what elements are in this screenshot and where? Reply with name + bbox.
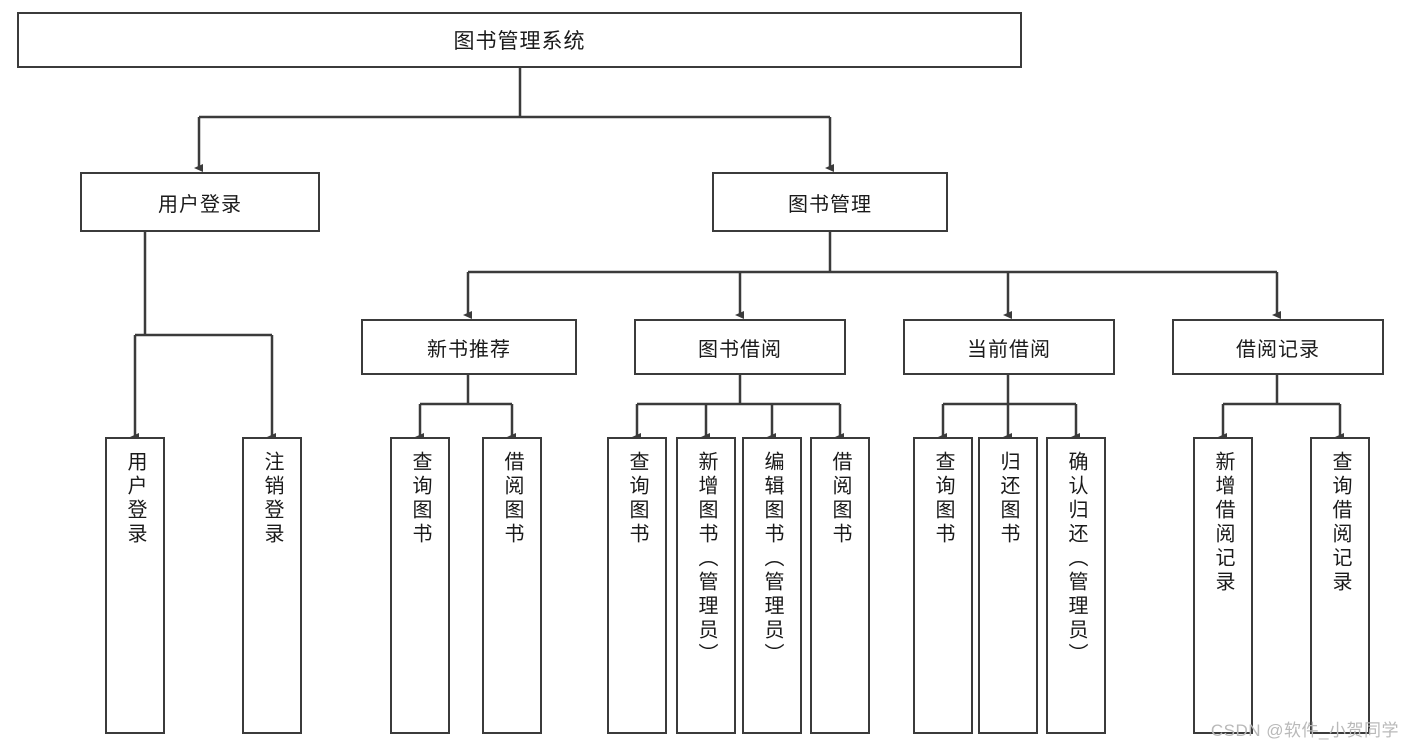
node-label: 新书推荐 xyxy=(427,338,511,361)
node-label: 编辑图书（管理员） xyxy=(761,451,783,667)
leaf-query-borrow-record[interactable]: 查询借阅记录 xyxy=(1310,437,1370,734)
node-label: 借阅记录 xyxy=(1236,338,1320,361)
node-root-system[interactable]: 图书管理系统 xyxy=(17,12,1022,68)
leaf-add-borrow-record[interactable]: 新增借阅记录 xyxy=(1193,437,1253,734)
node-user-login[interactable]: 用户登录 xyxy=(80,172,320,232)
node-label: 当前借阅 xyxy=(967,338,1051,361)
leaf-user-login[interactable]: 用户登录 xyxy=(105,437,165,734)
node-label: 图书借阅 xyxy=(698,338,782,361)
node-label: 借阅图书 xyxy=(829,451,851,547)
node-borrow-records[interactable]: 借阅记录 xyxy=(1172,319,1384,375)
node-label: 查询图书 xyxy=(932,451,954,547)
node-label: 注销登录 xyxy=(261,451,283,547)
leaf-borrow-book[interactable]: 借阅图书 xyxy=(810,437,870,734)
node-book-management[interactable]: 图书管理 xyxy=(712,172,948,232)
node-label: 图书管理系统 xyxy=(453,30,586,53)
node-book-borrow[interactable]: 图书借阅 xyxy=(634,319,846,375)
leaf-query-book-current[interactable]: 查询图书 xyxy=(913,437,973,734)
node-label: 查询借阅记录 xyxy=(1329,451,1351,595)
leaf-return-book[interactable]: 归还图书 xyxy=(978,437,1038,734)
node-label: 查询图书 xyxy=(409,451,431,547)
node-current-borrow[interactable]: 当前借阅 xyxy=(903,319,1115,375)
node-label: 新增图书（管理员） xyxy=(695,451,717,667)
node-new-book-recommend[interactable]: 新书推荐 xyxy=(361,319,577,375)
leaf-confirm-return-admin[interactable]: 确认归还（管理员） xyxy=(1046,437,1106,734)
node-label: 确认归还（管理员） xyxy=(1065,451,1087,667)
leaf-query-book-recommend[interactable]: 查询图书 xyxy=(390,437,450,734)
leaf-borrow-book-recommend[interactable]: 借阅图书 xyxy=(482,437,542,734)
node-label: 用户登录 xyxy=(124,451,146,547)
watermark-text: CSDN @软件_小贺同学 xyxy=(1210,721,1399,740)
node-label: 图书管理 xyxy=(788,193,872,216)
leaf-add-book-admin[interactable]: 新增图书（管理员） xyxy=(676,437,736,734)
leaf-edit-book-admin[interactable]: 编辑图书（管理员） xyxy=(742,437,802,734)
node-label: 新增借阅记录 xyxy=(1212,451,1234,595)
leaf-logout[interactable]: 注销登录 xyxy=(242,437,302,734)
node-label: 归还图书 xyxy=(997,451,1019,547)
node-label: 用户登录 xyxy=(158,193,242,216)
leaf-query-book[interactable]: 查询图书 xyxy=(607,437,667,734)
node-label: 借阅图书 xyxy=(501,451,523,547)
node-label: 查询图书 xyxy=(626,451,648,547)
